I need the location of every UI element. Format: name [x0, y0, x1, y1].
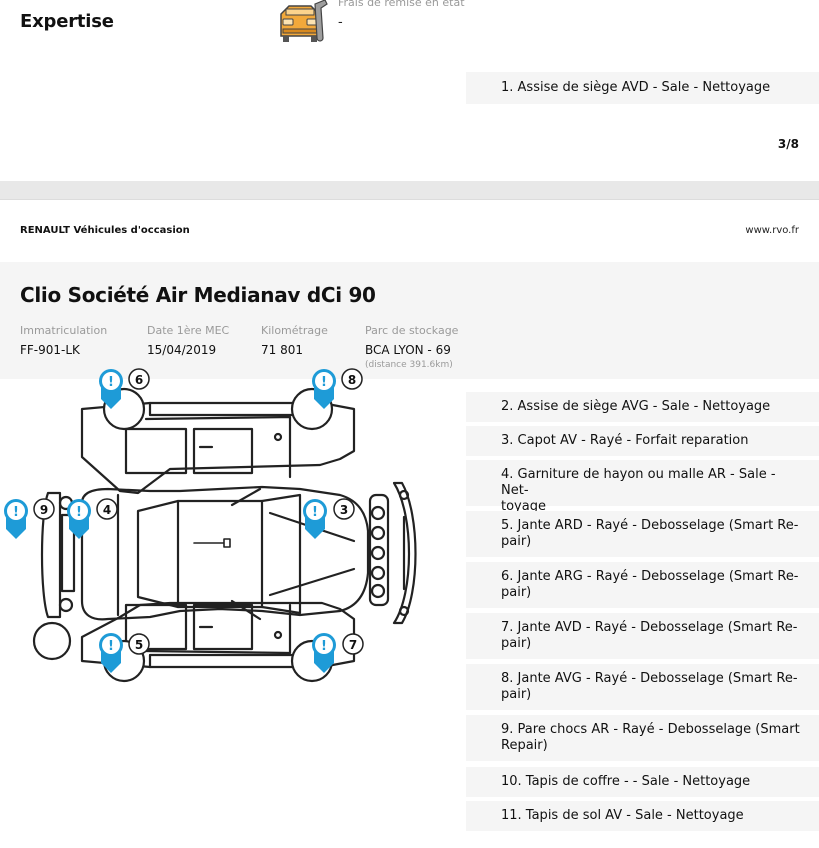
issue-text-continued: pair) — [501, 585, 532, 600]
damage-marker-label: 4 — [103, 503, 111, 517]
svg-text:!: ! — [321, 639, 327, 654]
issue-item-6: 6. Jante ARG - Rayé - Debosselage (Smart… — [466, 562, 819, 608]
spec-label-mileage: Kilométrage — [261, 324, 328, 337]
damage-marker-8[interactable]: ! 8 — [312, 368, 363, 409]
spec-value-storage: BCA LYON - 69 — [365, 343, 451, 357]
issue-text: 8. Jante AVG - Rayé - Debosselage (Smart… — [501, 671, 798, 686]
svg-text:!: ! — [321, 375, 327, 390]
damage-marker-9[interactable]: ! 9 — [4, 498, 55, 539]
issue-item-8: 8. Jante AVG - Rayé - Debosselage (Smart… — [466, 664, 819, 710]
spec-value-registration: FF-901-LK — [20, 343, 80, 357]
svg-text:!: ! — [312, 505, 318, 520]
svg-text:!: ! — [108, 375, 114, 390]
issue-item-7: 7. Jante AVD - Rayé - Debosselage (Smart… — [466, 613, 819, 659]
issue-text: 2. Assise de siège AVG - Sale - Nettoyag… — [501, 399, 771, 414]
page-separator — [0, 181, 819, 200]
vehicle-title: Clio Société Air Medianav dCi 90 — [20, 283, 376, 307]
issue-item-1: 1. Assise de siège AVD - Sale - Nettoyag… — [466, 72, 819, 104]
issue-text: 9. Pare chocs AR - Rayé - Debosselage (S… — [501, 722, 800, 737]
storage-distance: (distance 391.6km) — [365, 360, 453, 370]
car-repair-icon — [280, 0, 328, 42]
vehicle-info-panel — [0, 262, 819, 379]
damage-marker-4[interactable]: ! 4 — [67, 498, 118, 539]
issue-item-9: 9. Pare chocs AR - Rayé - Debosselage (S… — [466, 715, 819, 761]
issue-text: 11. Tapis de sol AV - Sale - Nettoyage — [501, 808, 744, 823]
issue-item-4: 4. Garniture de hayon ou malle AR - Sale… — [466, 460, 819, 514]
damage-marker-label: 6 — [135, 373, 143, 387]
issue-text: 4. Garniture de hayon ou malle AR - Sale… — [501, 467, 776, 498]
issue-item-3: 3. Capot AV - Rayé - Forfait reparation — [466, 426, 819, 456]
issue-text-continued: pair) — [501, 636, 532, 651]
spec-value-mileage: 71 801 — [261, 343, 303, 357]
damage-marker-label: 5 — [135, 638, 143, 652]
repair-fees-value: - — [338, 15, 343, 30]
issue-text-continued: pair) — [501, 687, 532, 702]
damage-marker-label: 8 — [348, 373, 356, 387]
damage-marker-label: 9 — [40, 503, 48, 517]
issue-text-continued: pair) — [501, 534, 532, 549]
spec-label-storage: Parc de stockage — [365, 324, 459, 337]
issue-text-continued: Repair) — [501, 738, 548, 753]
spec-label-first-registration-date: Date 1ère MEC — [147, 324, 230, 337]
damage-marker-label: 3 — [340, 503, 348, 517]
spare-wheel — [32, 621, 72, 661]
car-damage-diagram: ! 6 ! 8 ! 9 ! 4 ! 3 ! — [4, 368, 417, 683]
damage-marker-3[interactable]: ! 3 — [303, 498, 355, 539]
svg-text:!: ! — [76, 505, 82, 520]
issue-text: 3. Capot AV - Rayé - Forfait reparation — [501, 433, 749, 448]
issue-item-10: 10. Tapis de coffre - - Sale - Nettoyage — [466, 767, 819, 797]
issue-text: 10. Tapis de coffre - - Sale - Nettoyage — [501, 774, 751, 789]
issue-text: 5. Jante ARD - Rayé - Debosselage (Smart… — [501, 518, 799, 533]
issue-text-continued: toyage — [501, 499, 546, 514]
damage-marker-6[interactable]: ! 6 — [99, 368, 150, 409]
issue-text: 7. Jante AVD - Rayé - Debosselage (Smart… — [501, 620, 798, 635]
issue-text: 1. Assise de siège AVD - Sale - Nettoyag… — [501, 80, 771, 95]
issue-item-11: 11. Tapis de sol AV - Sale - Nettoyage — [466, 801, 819, 831]
brand-header: RENAULT Véhicules d'occasion — [20, 225, 190, 236]
spec-label-registration: Immatriculation — [20, 324, 108, 337]
issue-text: 6. Jante ARG - Rayé - Debosselage (Smart… — [501, 569, 799, 584]
repair-fees-label: Frais de remise en état — [338, 0, 465, 9]
car-side-view-top — [80, 387, 356, 495]
issue-item-2: 2. Assise de siège AVG - Sale - Nettoyag… — [466, 392, 819, 422]
damage-marker-label: 7 — [349, 638, 357, 652]
expertise-heading: Expertise — [20, 11, 114, 32]
damage-marker-7[interactable]: ! 7 — [312, 633, 364, 673]
car-top-view — [40, 481, 417, 625]
damage-marker-5[interactable]: ! 5 — [99, 633, 150, 673]
svg-text:!: ! — [108, 639, 114, 654]
svg-text:!: ! — [13, 505, 19, 520]
page-number: 3/8 — [777, 137, 799, 151]
issue-item-5: 5. Jante ARD - Rayé - Debosselage (Smart… — [466, 511, 819, 557]
spec-value-first-registration-date: 15/04/2019 — [147, 343, 217, 357]
website-link[interactable]: www.rvo.fr — [745, 225, 799, 236]
